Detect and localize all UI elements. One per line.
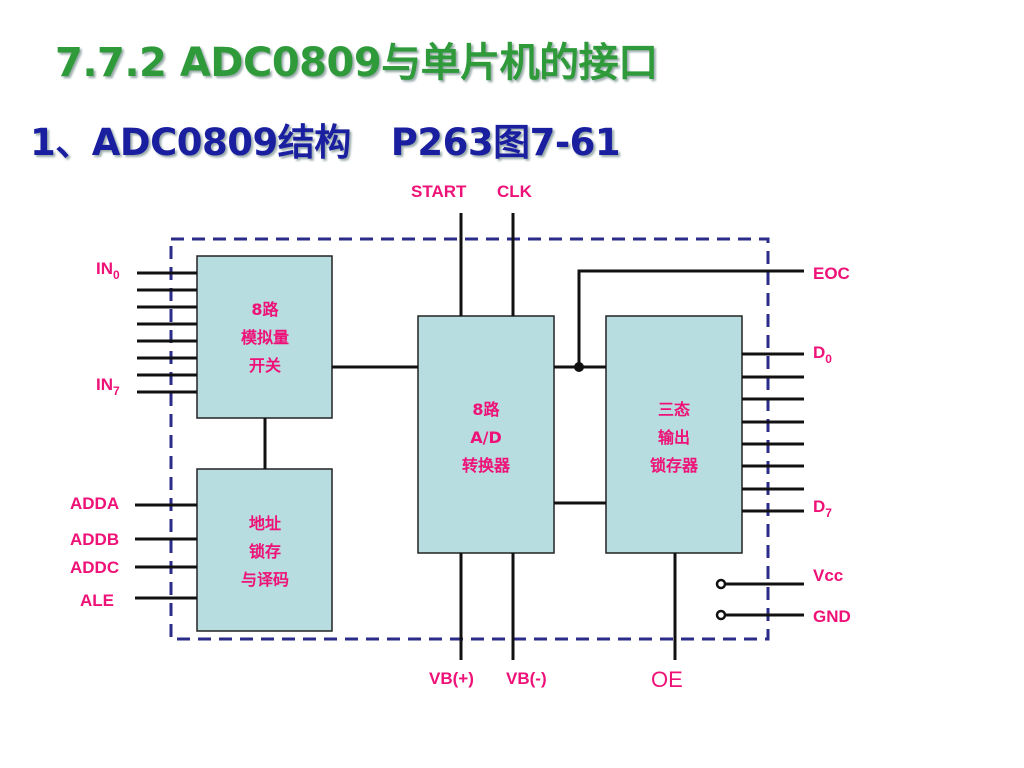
latch-text-2: 锁存	[249, 542, 281, 561]
adc-text-1: 8路	[472, 400, 500, 419]
output-text-1: 三态	[658, 400, 690, 419]
ale-label: ALE	[80, 591, 114, 610]
vcc-terminal	[715, 578, 727, 590]
adc-text-2: A/D	[470, 428, 502, 447]
d7-label: D7	[813, 497, 832, 520]
latch-text-1: 地址	[249, 514, 281, 533]
chip-boundary	[169, 237, 770, 641]
latch-text-3: 与译码	[241, 570, 289, 589]
in0-label: IN0	[96, 259, 120, 282]
eoc-label: EOC	[813, 264, 850, 283]
output-text-3: 锁存器	[650, 456, 699, 475]
in7-label: IN7	[96, 375, 120, 398]
addb-label: ADDB	[70, 530, 119, 549]
page-title: 7.7.2 ADC0809与单片机的接口	[55, 40, 658, 86]
ad-converter-block	[417, 315, 555, 554]
adda-label: ADDA	[70, 494, 119, 513]
vb-minus-label: VB(-)	[506, 669, 547, 688]
switch-text-2: 模拟量	[241, 328, 289, 347]
addc-label: ADDC	[70, 558, 119, 577]
d0-label: D0	[813, 343, 832, 366]
output-text-2: 输出	[658, 428, 690, 447]
gnd-terminal	[715, 609, 727, 621]
tristate-output-latch-block	[605, 315, 743, 554]
subtitle-figure-ref: P263图7-61	[390, 121, 621, 164]
vcc-label: Vcc	[813, 566, 843, 585]
switch-text-1: 8路	[251, 300, 279, 319]
wires	[135, 213, 804, 660]
address-latch-decoder-block	[196, 468, 333, 632]
gnd-label: GND	[813, 607, 851, 626]
eoc-junction-dot	[574, 362, 584, 372]
section-subtitle: 1、ADC0809结构 P263图7-61	[30, 112, 621, 166]
switch-text-3: 开关	[249, 356, 281, 375]
clk-label: CLK	[497, 182, 533, 201]
subtitle-structure: 1、ADC0809结构	[30, 121, 351, 164]
oe-label: OE	[651, 667, 683, 692]
vb-plus-label: VB(+)	[429, 669, 474, 688]
adc-text-3: 转换器	[462, 456, 511, 475]
start-label: START	[411, 182, 467, 201]
